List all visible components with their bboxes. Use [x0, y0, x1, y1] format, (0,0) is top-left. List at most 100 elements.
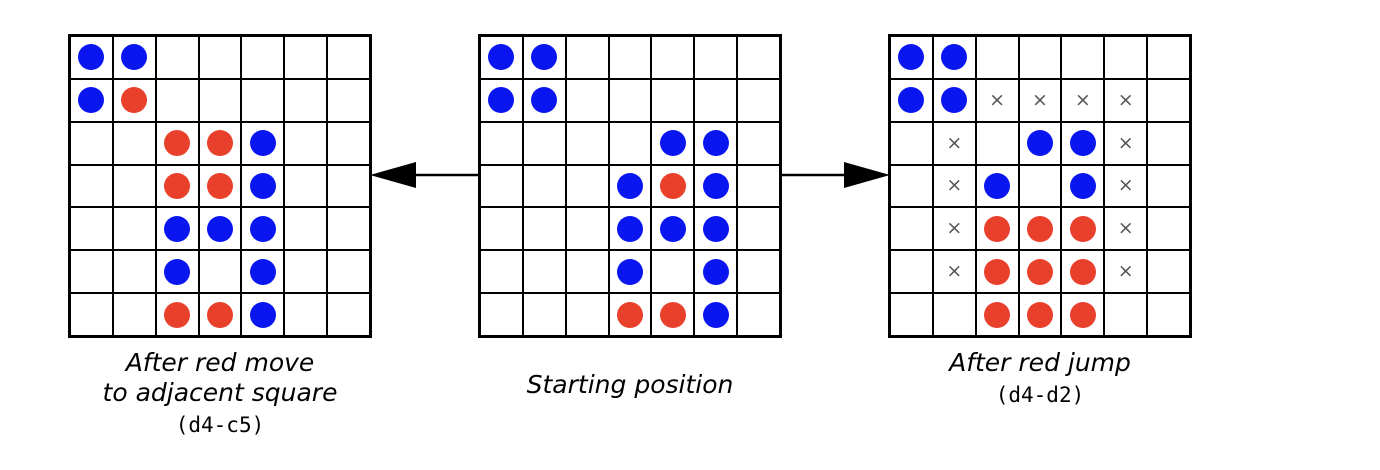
- arrow-right-icon: [782, 162, 890, 188]
- blue-piece: [249, 130, 276, 157]
- board-square: [481, 79, 522, 121]
- board-square: [933, 294, 975, 335]
- board-square: [1019, 37, 1061, 78]
- board-square: [328, 122, 369, 164]
- jump-target-mark: ×: [946, 217, 963, 240]
- board-square: [976, 294, 1018, 335]
- board-square: [285, 122, 327, 164]
- red-piece: [164, 172, 191, 199]
- board-square: [199, 79, 241, 121]
- board-square: [652, 294, 694, 335]
- board-square: [652, 251, 694, 293]
- red-piece: [1069, 215, 1096, 242]
- red-piece: [984, 258, 1011, 285]
- blue-piece: [941, 44, 968, 71]
- red-piece: [206, 130, 233, 157]
- board-square: [609, 122, 651, 164]
- board-square: ×: [1105, 251, 1147, 293]
- board-square: [199, 37, 241, 78]
- blue-piece: [164, 258, 191, 285]
- board-square: ×: [1105, 122, 1147, 164]
- board-square: ×: [933, 165, 975, 207]
- board-square: [609, 251, 651, 293]
- red-piece: [164, 301, 191, 328]
- board-square: [566, 294, 608, 335]
- board-square: [523, 208, 565, 250]
- board-square: [1019, 165, 1061, 207]
- board-square: [695, 165, 737, 207]
- blue-piece: [659, 130, 686, 157]
- board-square: [156, 122, 198, 164]
- board-square: [1148, 208, 1189, 250]
- board-square: [891, 122, 932, 164]
- caption-starting-position: Starting position: [460, 370, 800, 400]
- board-square: [156, 165, 198, 207]
- caption-line: to adjacent square: [102, 378, 338, 407]
- caption-line: After red jump: [949, 348, 1131, 377]
- board-square: [523, 294, 565, 335]
- board-square: [242, 79, 284, 121]
- board-square: [1062, 208, 1104, 250]
- board-square: [1148, 251, 1189, 293]
- board-square: [481, 251, 522, 293]
- jump-target-mark: ×: [1117, 260, 1134, 283]
- board-square: ×: [933, 208, 975, 250]
- board-square: ×: [976, 79, 1018, 121]
- board-square: [1062, 165, 1104, 207]
- board-square: [976, 165, 1018, 207]
- board-square: [156, 208, 198, 250]
- jump-target-mark: ×: [946, 260, 963, 283]
- arrow-left-icon: [370, 162, 478, 188]
- blue-piece: [164, 215, 191, 242]
- blue-piece: [531, 44, 558, 71]
- board-square: ×: [933, 251, 975, 293]
- board-square: [1062, 294, 1104, 335]
- board-square: [523, 37, 565, 78]
- board-square: [652, 122, 694, 164]
- board-square: [652, 37, 694, 78]
- board-after-move: [68, 34, 372, 338]
- board-square: [285, 294, 327, 335]
- board-after-jump: ××××××××××××: [888, 34, 1192, 338]
- board-square: [566, 79, 608, 121]
- board-square: [566, 208, 608, 250]
- board-square: [242, 37, 284, 78]
- board-square: [891, 251, 932, 293]
- board-square: [738, 79, 779, 121]
- board-square: [609, 37, 651, 78]
- caption-after-move: After red move to adjacent square (d4-c5…: [50, 348, 390, 442]
- board-square: [199, 122, 241, 164]
- blue-piece: [121, 44, 148, 71]
- board-square: ×: [1105, 208, 1147, 250]
- board-square: [1105, 37, 1147, 78]
- board-square: [328, 37, 369, 78]
- board-square: [738, 165, 779, 207]
- caption-line: After red move: [125, 348, 315, 377]
- red-piece: [1026, 215, 1053, 242]
- jump-target-mark: ×: [1074, 88, 1091, 111]
- red-piece: [1026, 301, 1053, 328]
- board-square: [976, 251, 1018, 293]
- board-square: [738, 251, 779, 293]
- board-square: [609, 294, 651, 335]
- board-square: ×: [1062, 79, 1104, 121]
- board-square: [113, 251, 155, 293]
- blue-piece: [898, 87, 925, 114]
- board-square: [71, 165, 112, 207]
- jump-target-mark: ×: [1117, 174, 1134, 197]
- red-piece: [164, 130, 191, 157]
- move-notation: (d4-c5): [175, 413, 265, 437]
- board-square: [1019, 208, 1061, 250]
- red-piece: [206, 301, 233, 328]
- board-square: [523, 79, 565, 121]
- board-square: [523, 251, 565, 293]
- board-square: [328, 165, 369, 207]
- board-square: [976, 208, 1018, 250]
- red-piece: [659, 301, 686, 328]
- board-square: [1019, 294, 1061, 335]
- board-square: [113, 79, 155, 121]
- board-square: [695, 79, 737, 121]
- red-piece: [1069, 301, 1096, 328]
- blue-piece: [1026, 130, 1053, 157]
- red-piece: [616, 301, 643, 328]
